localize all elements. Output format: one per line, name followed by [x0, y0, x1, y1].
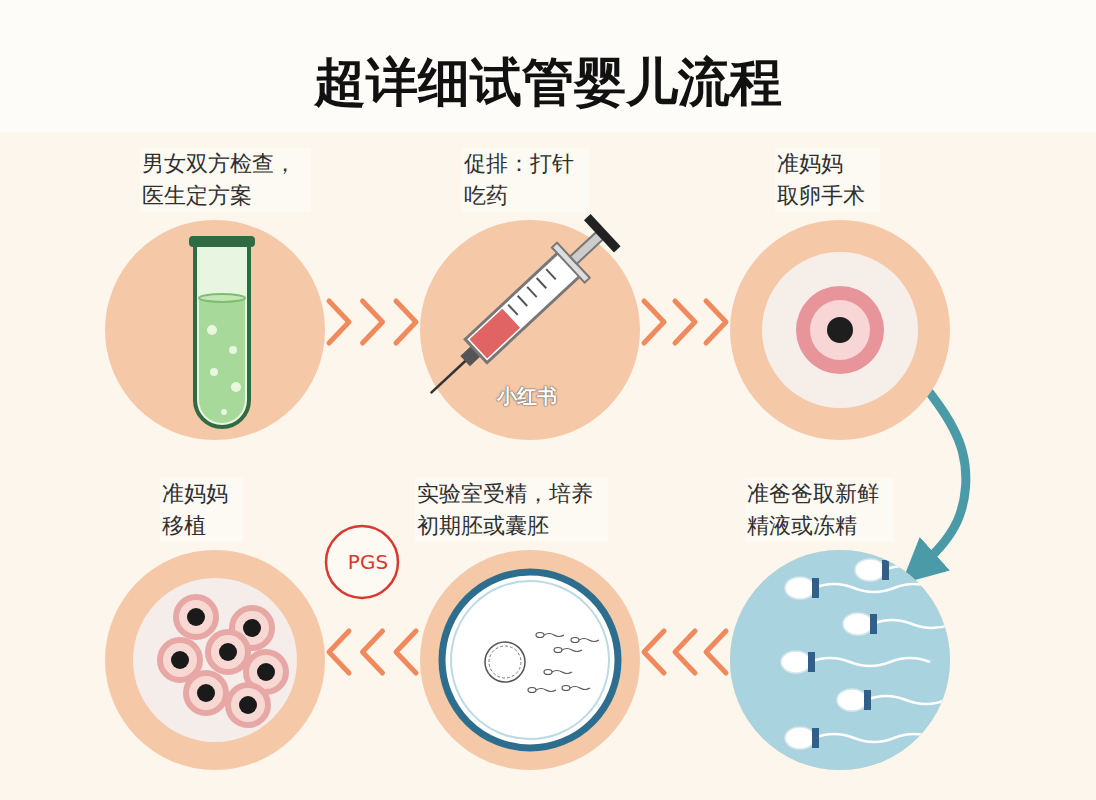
- syringe-part: [546, 269, 556, 279]
- egg-cell-part: [827, 317, 853, 343]
- egg-cell-part: [810, 300, 870, 360]
- test-tube-part: [210, 368, 218, 376]
- petri-dish-part: [442, 572, 618, 748]
- watermark: 小红书: [497, 383, 557, 410]
- embryo-cluster-part-part: [208, 632, 248, 672]
- petri-dish-part: [528, 633, 599, 693]
- sperm-cells-part-part: [870, 614, 877, 634]
- test-tube: [189, 236, 255, 427]
- sperm-cells-part-part: [872, 620, 992, 628]
- step-label: 男女双方检查， 医生定方案: [140, 148, 311, 212]
- sperm-cells: [720, 540, 1004, 780]
- embryo-cluster-part-part: [197, 684, 215, 702]
- test-tube-part: [221, 409, 227, 415]
- embryo-cluster-part-part: [243, 619, 261, 637]
- syringe-part: [527, 287, 537, 297]
- step-circle-fill: [730, 550, 950, 770]
- test-tube-part: [189, 236, 255, 247]
- flow-arrow: [915, 393, 966, 572]
- sperm-cells-part-part: [785, 727, 815, 749]
- sperm-cells-part: [781, 559, 1004, 749]
- syringe-part: [518, 296, 528, 306]
- sperm-cells-part-part: [866, 696, 986, 704]
- step-label: 实验室受精，培养 初期胚或囊胚: [415, 478, 608, 542]
- flow-arrow: [644, 631, 726, 673]
- petri-dish-part-part: [562, 649, 582, 652]
- sperm-cells-part-part: [864, 690, 871, 710]
- sperm-cells-part-part: [812, 578, 819, 598]
- flow-arrow: [644, 301, 726, 343]
- egg-cell: [762, 252, 918, 408]
- embryo-cluster-part: [160, 597, 286, 725]
- petri-dish-part-part: [536, 689, 556, 692]
- petri-dish-part-part: [528, 688, 536, 693]
- diagram-title: 超详细试管婴儿流程: [0, 48, 1096, 118]
- petri-dish-part-part: [571, 638, 579, 643]
- sperm-cells-part-part: [882, 560, 889, 580]
- flow-arrow: [329, 301, 416, 343]
- egg-cell-part: [796, 286, 884, 374]
- embryo-cluster-part-part: [239, 696, 257, 714]
- embryo-cluster-part-part: [186, 673, 226, 713]
- syringe-part: [584, 214, 621, 252]
- step-circle-fill: [105, 220, 325, 440]
- sperm-cells-part-part: [843, 613, 873, 635]
- sperm-cells-part-part: [814, 734, 934, 742]
- embryo-cluster: [133, 578, 297, 742]
- sperm-cells-part-part: [884, 566, 1004, 574]
- petri-dish-part-part: [579, 639, 599, 642]
- embryo-cluster-part-part: [228, 685, 268, 725]
- embryo-cluster-part-part: [219, 643, 237, 661]
- step-circle-fill: [420, 550, 640, 770]
- syringe-part: [537, 278, 547, 288]
- sperm-cells-part-part: [781, 651, 811, 673]
- petri-dish: [442, 572, 618, 748]
- step-label: 促排：打针 吃药: [462, 148, 589, 212]
- sperm-cells-part-part: [855, 559, 885, 581]
- step-label: 准爸爸取新鲜 精液或冻精: [745, 478, 894, 542]
- petri-dish-part: [451, 581, 609, 739]
- test-tube-part: [199, 298, 245, 423]
- step-label: 准妈妈 移植: [160, 478, 243, 542]
- sperm-cells-part-part: [785, 577, 815, 599]
- test-tube-part: [231, 382, 241, 392]
- egg-cell-part: [762, 252, 918, 408]
- sperm-cells-part-part: [814, 584, 934, 592]
- test-tube-part: [229, 346, 237, 354]
- syringe-part: [508, 305, 518, 315]
- test-tube-part: [207, 325, 217, 335]
- embryo-cluster-part-part: [176, 597, 216, 637]
- step-label: 准妈妈 取卵手术: [775, 148, 880, 212]
- test-tube-part: [195, 245, 249, 427]
- ring-badge: PGS: [324, 524, 412, 600]
- petri-dish-part-part: [552, 671, 572, 674]
- sperm-cells-part-part: [837, 689, 867, 711]
- step-circle-fill: [420, 220, 640, 440]
- petri-dish-part-part: [562, 686, 570, 691]
- sperm-cells-part-part: [810, 658, 930, 666]
- petri-dish-part-part: [544, 634, 564, 637]
- petri-dish-part-part: [554, 648, 562, 653]
- petri-dish-part-part: [570, 687, 590, 690]
- badge-text: PGS: [324, 550, 412, 574]
- embryo-cluster-part-part: [187, 608, 205, 626]
- sperm-cells-part: [720, 540, 960, 780]
- petri-dish-part-part: [544, 670, 552, 675]
- sperm-cells-part-part: [808, 652, 815, 672]
- step-circle-fill: [730, 220, 950, 440]
- petri-dish-part: [489, 646, 521, 678]
- embryo-cluster-part-part: [257, 663, 275, 681]
- embryo-cluster-part-part: [171, 651, 189, 669]
- flow-arrow: [329, 631, 416, 673]
- embryo-cluster-part: [133, 578, 297, 742]
- sperm-cells-part-part: [812, 728, 819, 748]
- test-tube-part: [199, 294, 245, 302]
- step-circle-fill: [105, 550, 325, 770]
- petri-dish-part: [485, 642, 525, 682]
- petri-dish-part-part: [536, 633, 544, 638]
